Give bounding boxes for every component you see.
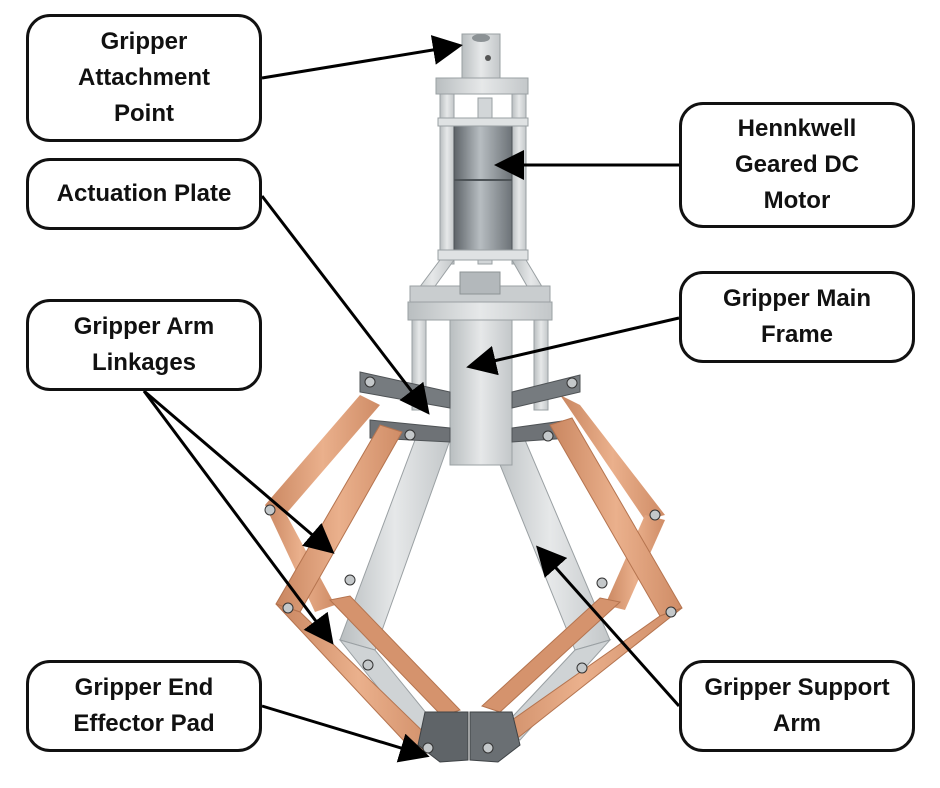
pivot-bolt bbox=[344, 574, 356, 586]
end-pad-right bbox=[469, 711, 521, 763]
label-main-frame: Gripper Main Frame bbox=[679, 271, 915, 363]
pivot-bolt bbox=[362, 659, 374, 671]
arrow-arm-linkages-2 bbox=[142, 390, 334, 645]
pivot-bolt bbox=[596, 577, 608, 589]
pivot-bolt bbox=[566, 377, 578, 389]
label-attachment-point: Gripper Attachment Point bbox=[26, 14, 262, 142]
cage-band-upper bbox=[437, 117, 529, 127]
end-effector-pads bbox=[417, 711, 521, 763]
linkage-bar bbox=[265, 505, 335, 612]
pivot-bolt bbox=[665, 606, 677, 618]
cage-band-lower bbox=[437, 249, 529, 261]
top-plate bbox=[435, 77, 529, 95]
pivot-bolt bbox=[576, 662, 588, 674]
linkage-bar bbox=[329, 595, 461, 717]
pivot-bolt bbox=[542, 430, 554, 442]
pivot-bolt bbox=[404, 429, 416, 441]
pivot-bolt bbox=[649, 509, 661, 521]
label-motor: Hennkwell Geared DC Motor bbox=[679, 102, 915, 228]
neck-hub bbox=[459, 271, 501, 295]
frame-column bbox=[449, 319, 513, 466]
label-arm-linkages: Gripper Arm Linkages bbox=[26, 299, 262, 391]
arrow-arm-linkages-1 bbox=[143, 389, 335, 554]
arrow-main-frame bbox=[466, 316, 680, 376]
pivot-bolt bbox=[364, 376, 376, 388]
label-actuation-plate: Actuation Plate bbox=[26, 158, 262, 230]
linkage-bar bbox=[560, 395, 665, 520]
arrow-attachment-point bbox=[261, 35, 463, 80]
arrow-end-effector-pad bbox=[261, 704, 430, 763]
arrow-support-arm bbox=[536, 545, 681, 707]
motor-body bbox=[453, 119, 513, 251]
callout-arrows bbox=[142, 35, 681, 763]
set-screw bbox=[485, 55, 491, 61]
end-pad-left bbox=[417, 711, 469, 763]
arrow-actuation-plate bbox=[260, 195, 430, 415]
hub-arm-right bbox=[511, 374, 581, 409]
frame-neck bbox=[409, 259, 551, 303]
pivot-bolt bbox=[422, 742, 434, 754]
pivot-bolt bbox=[482, 742, 494, 754]
pivot-bolt bbox=[264, 504, 276, 516]
label-support-arm: Gripper Support Arm bbox=[679, 660, 915, 752]
attachment-mast bbox=[435, 33, 529, 95]
motor-cage bbox=[437, 93, 529, 265]
label-end-effector-pad: Gripper End Effector Pad bbox=[26, 660, 262, 752]
frame-plate bbox=[407, 301, 553, 321]
linkage-bar bbox=[265, 395, 380, 515]
attachment-hole bbox=[472, 34, 490, 42]
pivot-bolt bbox=[282, 602, 294, 614]
